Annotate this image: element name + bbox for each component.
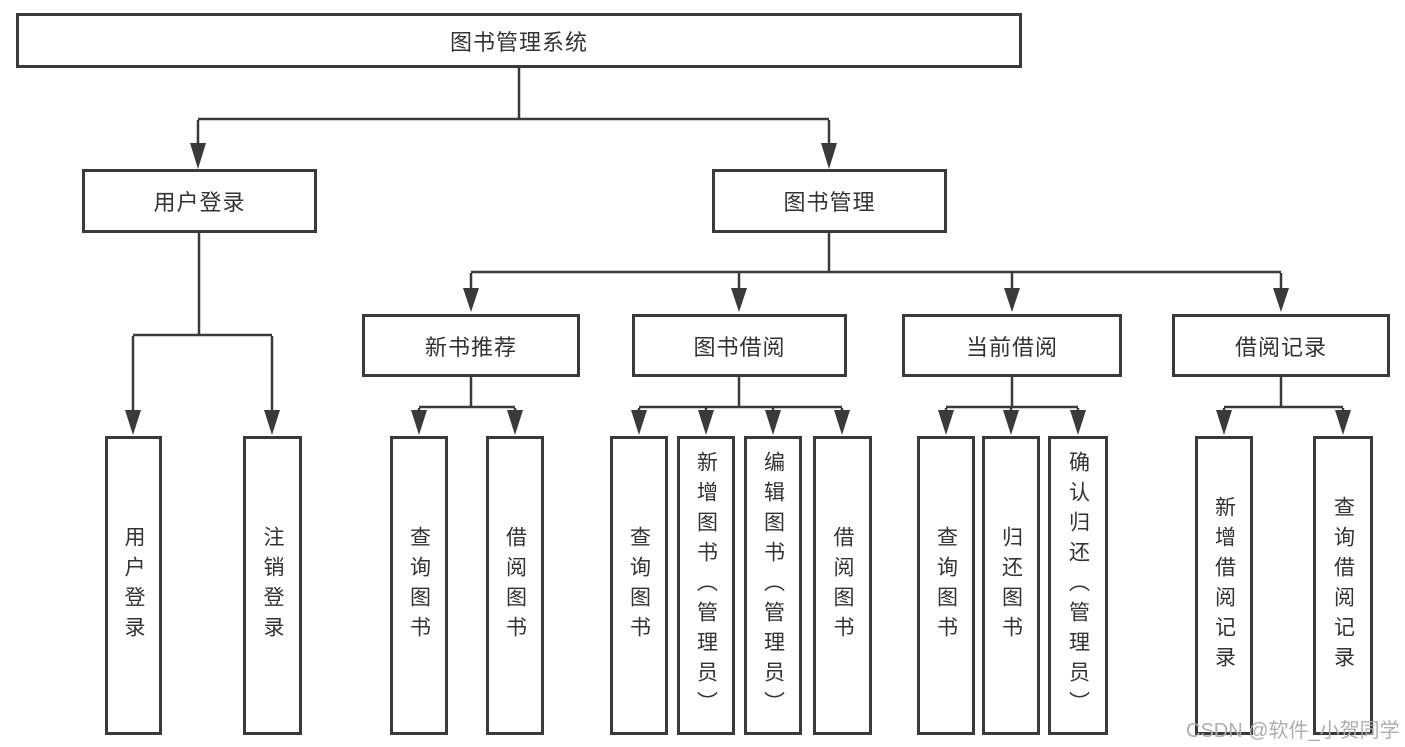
- leaf-borrow-books-recommend: 借阅图书: [486, 436, 544, 735]
- connector-root-to-level2: [190, 68, 837, 169]
- arrow-down-icon: [731, 288, 747, 312]
- node-new-book-recommend: 新书推荐: [362, 314, 580, 377]
- leaf-edit-book-admin: 编辑图书（管理员）: [744, 436, 802, 735]
- connector-current-borrow-children: [938, 377, 1086, 435]
- node-current-borrow: 当前借阅: [902, 314, 1122, 377]
- leaf-borrow-books: 借阅图书: [813, 436, 872, 735]
- connector-user-login-children: [125, 233, 280, 435]
- arrow-down-icon: [1070, 410, 1086, 435]
- csdn-watermark: CSDN @软件_小贺同学: [1186, 720, 1400, 742]
- leaf-query-books-borrow: 查询图书: [610, 436, 668, 735]
- node-borrow-records: 借阅记录: [1172, 314, 1390, 377]
- arrow-down-icon: [125, 410, 141, 435]
- connector-new-book-children: [411, 377, 523, 435]
- arrow-down-icon: [411, 410, 427, 435]
- leaf-add-borrow-record: 新增借阅记录: [1195, 436, 1253, 735]
- leaf-query-books-recommend: 查询图书: [390, 436, 448, 735]
- arrow-down-icon: [1335, 410, 1351, 435]
- arrow-down-icon: [1004, 288, 1020, 312]
- connector-book-borrow-children: [631, 377, 850, 435]
- arrow-down-icon: [507, 410, 523, 435]
- leaf-confirm-return-admin: 确认归还（管理员）: [1048, 436, 1108, 735]
- arrow-down-icon: [264, 410, 280, 435]
- arrow-down-icon: [1003, 410, 1019, 435]
- node-user-login: 用户登录: [82, 169, 317, 233]
- arrow-down-icon: [698, 410, 714, 435]
- node-root: 图书管理系统: [16, 13, 1022, 68]
- arrow-down-icon: [938, 410, 954, 435]
- leaf-return-book: 归还图书: [982, 436, 1040, 735]
- arrow-down-icon: [834, 410, 850, 435]
- leaf-user-login: 用户登录: [105, 436, 162, 735]
- arrow-down-icon: [821, 143, 837, 169]
- connector-borrow-records-children: [1216, 377, 1351, 435]
- arrow-down-icon: [1216, 410, 1232, 435]
- arrow-down-icon: [190, 143, 206, 169]
- leaf-add-book-admin: 新增图书（管理员）: [677, 436, 735, 735]
- connector-book-management-children: [463, 233, 1289, 312]
- arrow-down-icon: [463, 288, 479, 312]
- leaf-query-books-current: 查询图书: [917, 436, 975, 735]
- node-book-management: 图书管理: [712, 169, 947, 233]
- leaf-query-borrow-record: 查询借阅记录: [1313, 436, 1373, 735]
- arrow-down-icon: [631, 410, 647, 435]
- leaf-logout: 注销登录: [243, 436, 302, 735]
- arrow-down-icon: [1273, 288, 1289, 312]
- arrow-down-icon: [765, 410, 781, 435]
- node-book-borrow: 图书借阅: [632, 314, 847, 377]
